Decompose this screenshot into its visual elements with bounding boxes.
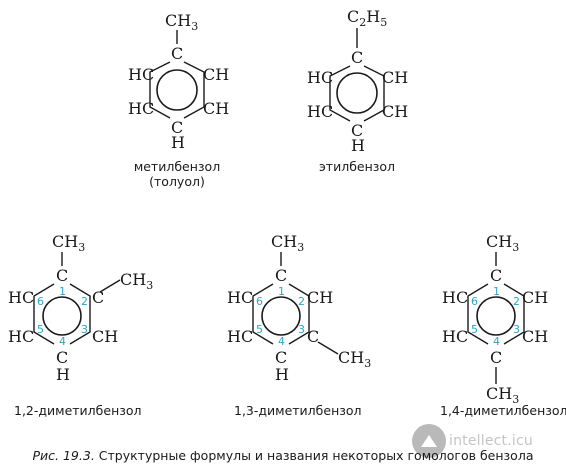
ring-atom-upper-right: CH: [203, 65, 229, 84]
position-number-5: 5: [256, 323, 263, 336]
ring-atom-upper-left: HC: [128, 65, 154, 84]
position-number-1: 1: [493, 285, 500, 298]
position-number-3: 3: [513, 323, 520, 336]
ring-atom-upper-right: CH: [307, 288, 333, 307]
ring-hydrogen-bottom: H: [56, 365, 70, 384]
ring-atom-bottom: C: [275, 348, 287, 367]
molecule-trivial-name: (толуол): [149, 174, 205, 189]
ring-atom-top: C: [275, 266, 287, 285]
position-number-4: 4: [278, 335, 285, 348]
molecule-name: метилбензол: [134, 159, 220, 174]
caption-text: Структурные формулы и названия некоторых…: [98, 448, 534, 463]
methyl-group-top: CH3: [271, 232, 304, 254]
methyl-group: CH3: [165, 11, 198, 33]
position-number-3: 3: [298, 323, 305, 336]
dimethylbenzene-1-3-structure: CH3 C HC CH HC C CH3 C H 1 2 3 4 5 6 1,3…: [227, 232, 371, 418]
molecule-name: этилбензол: [319, 159, 395, 174]
dimethylbenzene-1-2-structure: CH3 C HC C CH3 HC CH C H 1 2 3 4 5 6 1,2…: [8, 232, 153, 418]
ring-atom-lower-right: CH: [382, 102, 408, 121]
watermark: intellect.icu: [412, 424, 533, 458]
position-number-6: 6: [471, 295, 478, 308]
position-number-5: 5: [471, 323, 478, 336]
position-number-1: 1: [278, 285, 285, 298]
ring-atom-upper-left: HC: [227, 288, 253, 307]
ethylbenzene-structure: C2H5 C HC CH HC CH C H этилбензол: [307, 7, 408, 174]
position-number-4: 4: [59, 335, 66, 348]
ring-atom-top: C: [171, 44, 183, 63]
ring-atom-lower-left: HC: [8, 327, 34, 346]
position-number-5: 5: [37, 323, 44, 336]
methyl-group-top: CH3: [52, 232, 85, 254]
figure-number: Рис. 19.3.: [32, 448, 95, 463]
position-number-1: 1: [59, 285, 66, 298]
ring-atom-lower-left: HC: [307, 102, 333, 121]
ring-atom-lower-left: HC: [227, 327, 253, 346]
ring-atom-bottom: C: [490, 348, 502, 367]
aromatic-ring: [336, 72, 378, 114]
methyl-group-top: CH3: [486, 232, 519, 254]
methyl-group-bottom: CH3: [486, 384, 519, 406]
molecule-name: 1,2-диметилбензол: [14, 403, 142, 418]
ring-atom-lower-left: HC: [442, 327, 468, 346]
figure-caption: Рис. 19.3. Структурные формулы и названи…: [0, 448, 566, 463]
position-number-3: 3: [81, 323, 88, 336]
position-number-6: 6: [37, 295, 44, 308]
position-number-6: 6: [256, 295, 263, 308]
aromatic-ring: [476, 296, 516, 336]
dimethylbenzene-1-4-structure: CH3 C HC CH HC CH C CH3 1 2 3 4 5 6 1,4-…: [440, 232, 566, 418]
ring-atom-upper-left: HC: [8, 288, 34, 307]
ring-atom-top: C: [490, 266, 502, 285]
ring-atom-upper-right: CH: [522, 288, 548, 307]
toluene-structure: CH3 C HC CH HC CH C H метилбензол (толуо…: [128, 11, 229, 189]
molecule-name: 1,3-диметилбензол: [234, 403, 362, 418]
ring-atom-top: C: [56, 266, 68, 285]
position-number-4: 4: [493, 335, 500, 348]
ring-atom-top: C: [351, 48, 363, 67]
watermark-text: intellect.icu: [449, 433, 533, 449]
ring-atom-upper-right: C: [92, 288, 104, 307]
position-number-2: 2: [298, 295, 305, 308]
methyl-group-side: CH3: [120, 270, 153, 292]
ring-atom-bottom: C: [351, 121, 363, 140]
molecule-name: 1,4-диметилбензол: [440, 403, 566, 418]
position-number-2: 2: [81, 295, 88, 308]
aromatic-ring: [261, 296, 301, 336]
aromatic-ring: [156, 69, 198, 111]
ring-atom-lower-right: CH: [522, 327, 548, 346]
ring-atom-upper-left: HC: [442, 288, 468, 307]
ring-atom-lower-left: HC: [128, 99, 154, 118]
watermark-logo-icon: [412, 424, 446, 458]
aromatic-ring: [42, 296, 82, 336]
ring-hydrogen-bottom: H: [171, 133, 185, 152]
ring-atom-lower-right: CH: [203, 99, 229, 118]
ring-atom-lower-right: CH: [92, 327, 118, 346]
ring-atom-bottom: C: [56, 348, 68, 367]
position-number-2: 2: [513, 295, 520, 308]
ring-atom-lower-right: C: [307, 327, 319, 346]
ring-atom-upper-left: HC: [307, 68, 333, 87]
ring-hydrogen-bottom: H: [351, 136, 365, 155]
ring-atom-upper-right: CH: [382, 68, 408, 87]
ring-atom-bottom: C: [171, 118, 183, 137]
ring-hydrogen-bottom: H: [275, 365, 289, 384]
ethyl-group: C2H5: [347, 7, 387, 29]
methyl-group-side: CH3: [338, 348, 371, 370]
